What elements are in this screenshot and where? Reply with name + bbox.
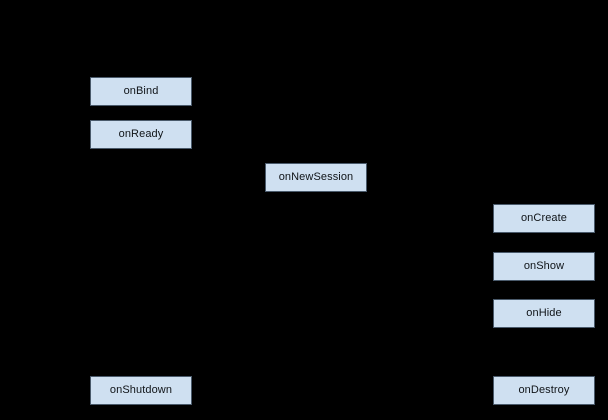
diagram-node-on-create[interactable]: onCreate bbox=[493, 204, 595, 233]
diagram-node-on-show[interactable]: onShow bbox=[493, 252, 595, 281]
diagram-node-label: onHide bbox=[526, 307, 562, 319]
diagram-node-on-hide[interactable]: onHide bbox=[493, 299, 595, 328]
diagram-node-on-new-session[interactable]: onNewSession bbox=[265, 163, 367, 192]
diagram-node-label: onNewSession bbox=[278, 171, 354, 183]
diagram-node-label: onShow bbox=[523, 260, 565, 272]
diagram-node-on-bind[interactable]: onBind bbox=[90, 77, 192, 106]
diagram-node-on-shutdown[interactable]: onShutdown bbox=[90, 376, 192, 405]
diagram-node-on-destroy[interactable]: onDestroy bbox=[493, 376, 595, 405]
diagram-node-label: onCreate bbox=[520, 212, 568, 224]
diagram-node-label: onBind bbox=[123, 85, 159, 97]
diagram-node-label: onShutdown bbox=[109, 384, 173, 396]
diagram-node-on-ready[interactable]: onReady bbox=[90, 120, 192, 149]
diagram-node-label: onDestroy bbox=[518, 384, 570, 396]
diagram-node-label: onReady bbox=[118, 128, 164, 140]
